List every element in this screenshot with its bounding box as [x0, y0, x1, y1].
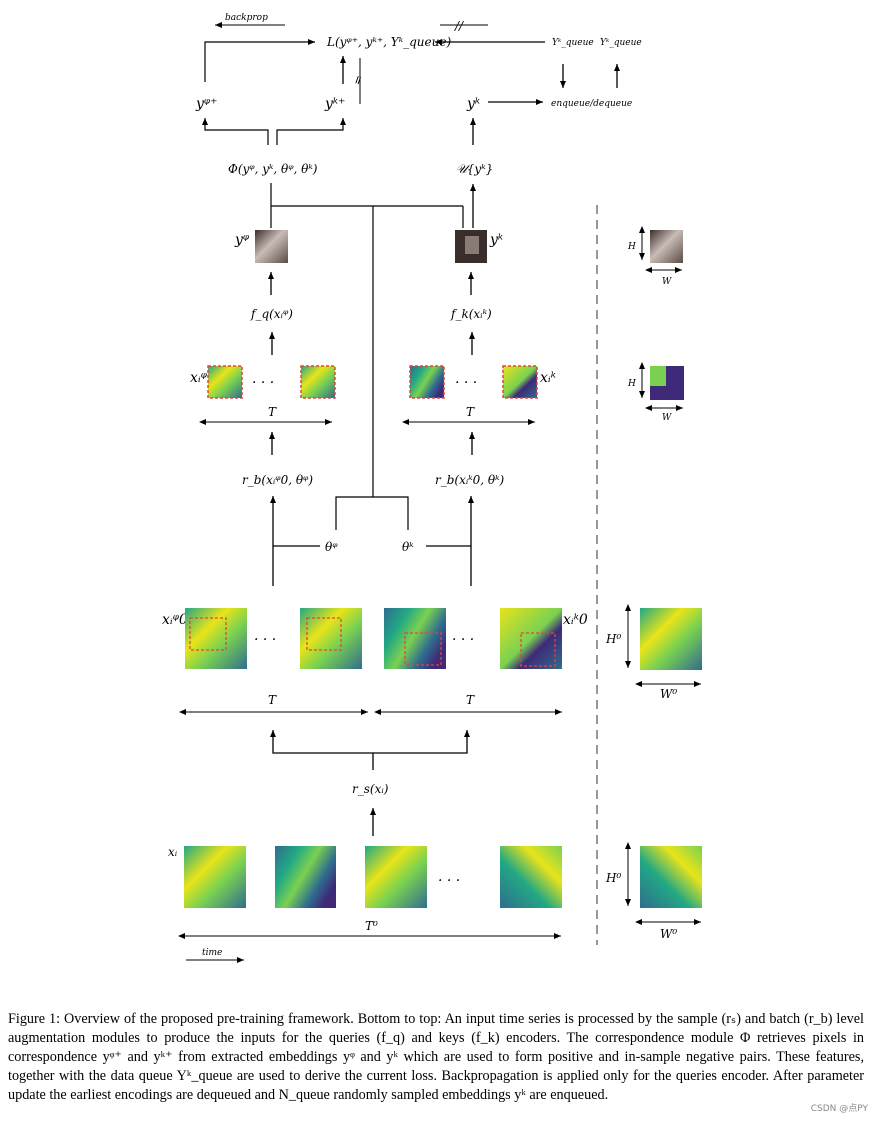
key-crop-last-image: [503, 366, 537, 398]
y-k-top-label: yᵏ: [466, 96, 480, 112]
input-frame-2-image: [275, 846, 336, 908]
x-k-label: xᵢᵏ: [540, 370, 556, 386]
h0-mid-label: H⁰: [605, 632, 621, 646]
f-q-label: f_q(xᵢᵠ): [250, 307, 293, 321]
query-crop-last-image: [301, 366, 335, 398]
query-crop-dots: · · ·: [252, 375, 274, 391]
t-label-mid-right: T: [466, 693, 475, 707]
w-emb-label: W: [662, 277, 672, 287]
input-size-example-image: [640, 846, 702, 908]
key-sample-first-image: [384, 608, 446, 669]
framework-diagram: backprop L(yᵠ⁺, yᵏ⁺, Yᵏ_queue) // Yᵏ_que…: [162, 13, 702, 963]
input-frame-last-image: [500, 846, 562, 908]
x-q-label: xᵢᵠ: [190, 370, 208, 386]
w0-bot-label: W⁰: [660, 927, 677, 941]
sampling-label: 𝒰{yᵏ}: [456, 162, 493, 176]
t-label-query: T: [268, 405, 277, 419]
y-k-label: yᵏ: [489, 232, 503, 248]
query-embedding-image: [255, 230, 288, 263]
h-emb-label: H: [627, 242, 636, 252]
key-crop-dots: · · ·: [455, 375, 477, 391]
y-q-label: yᵠ: [234, 232, 250, 248]
r-b-k-label: r_b(xᵢᵏ0, θᵏ): [435, 473, 505, 487]
y-queue-left-label: Yᵏ_queue: [552, 38, 594, 48]
no-grad-mark-vertical: =: [350, 73, 367, 87]
query-sample-last-image: [300, 608, 362, 669]
h-crop-label: H: [627, 379, 636, 389]
f-k-label: f_k(xᵢᵏ): [450, 307, 492, 321]
r-s-label: r_s(xᵢ): [352, 782, 389, 796]
r-b-q-label: r_b(xᵢᵠ0, θᵠ): [242, 473, 313, 487]
query-sample-dots: · · ·: [254, 632, 276, 648]
loss-label: L(yᵠ⁺, yᵏ⁺, Yᵏ_queue): [326, 35, 451, 49]
x-i-label: xᵢ: [168, 845, 178, 859]
y-k-plus-label: yᵏ⁺: [324, 96, 345, 112]
sample-size-example-image: [640, 608, 702, 670]
x-k0-label: xᵢᵏ0: [563, 612, 588, 628]
x-q0-label: xᵢᵠ0: [162, 612, 188, 628]
w-crop-label: W: [662, 413, 672, 423]
w0-mid-label: W⁰: [660, 687, 677, 701]
key-crop-first-image: [410, 366, 444, 398]
h0-bot-label: H⁰: [605, 871, 621, 885]
key-sample-dots: · · ·: [452, 632, 474, 648]
embedding-size-example-image: [650, 230, 683, 263]
t-label-mid-left: T: [268, 693, 277, 707]
y-queue-right-label: Yᵏ_queue: [600, 38, 642, 48]
y-q-plus-label: yᵠ⁺: [195, 96, 217, 112]
key-sample-last-image: [500, 608, 562, 669]
figure-caption: Figure 1: Overview of the proposed pre-t…: [8, 1011, 864, 1104]
t0-label: T⁰: [365, 919, 378, 933]
theta-k-label: θᵏ: [402, 540, 414, 554]
enqueue-label: enqueue/dequeue: [551, 99, 632, 109]
input-frame-1-image: [184, 846, 246, 908]
time-label: time: [202, 948, 222, 958]
input-series-dots: · · ·: [438, 873, 460, 889]
query-sample-first-image: [185, 608, 247, 669]
input-frame-3-image: [365, 846, 427, 908]
no-grad-mark: //: [454, 19, 465, 33]
t-label-key: T: [466, 405, 475, 419]
backprop-label: backprop: [225, 13, 268, 23]
watermark: CSDN @点PY: [810, 1104, 868, 1114]
phi-label: Φ(yᵠ, yᵏ, θᵠ, θᵏ): [228, 162, 318, 176]
theta-q-label: θᵠ: [325, 540, 338, 554]
query-crop-first-image: [208, 366, 242, 398]
